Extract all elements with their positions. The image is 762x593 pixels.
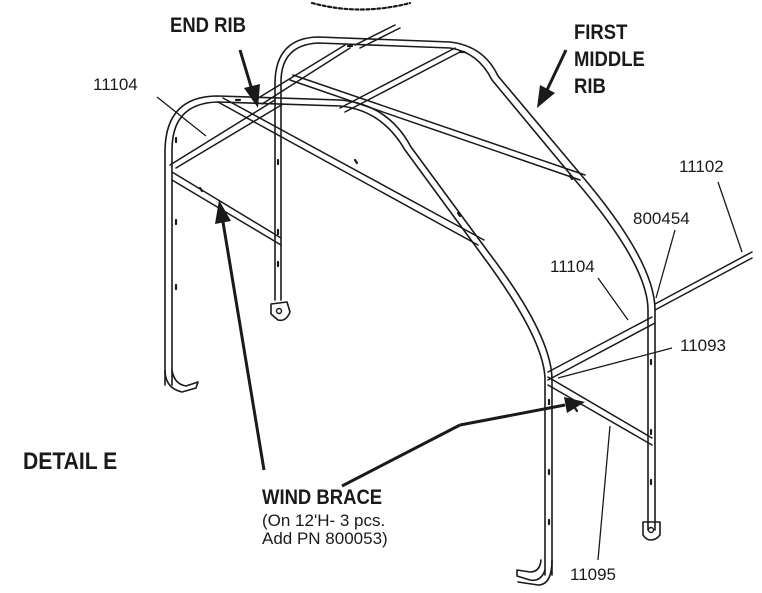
part-number-11102: 11102 [679, 157, 724, 176]
first-middle-rib-label-line1: FIRST [574, 21, 628, 44]
right-wind-brace [547, 376, 653, 446]
first-middle-rib-arrow [537, 49, 568, 108]
wind-brace-arrow-left [215, 200, 266, 471]
part-number-11095: 11095 [570, 565, 617, 584]
purlin-11102 [654, 251, 753, 311]
end-rib-arrow [238, 49, 260, 108]
first-middle-rib-label-line3: RIB [574, 75, 606, 98]
ridge-purlin [169, 99, 284, 169]
end-rib [164, 95, 553, 576]
middle-rib-foot-plate [270, 301, 291, 322]
right-foot-plate [642, 521, 661, 541]
part-number-right-middle: 11104 [550, 257, 595, 276]
wind-brace-label: WIND BRACE [262, 486, 383, 509]
end-rib-right-foot [516, 559, 546, 582]
first-middle-rib-label-line2: MIDDLE [574, 48, 645, 71]
end-rib-label: END RIB [170, 14, 246, 37]
end-rib-foot [164, 369, 199, 393]
leader-right-11104 [597, 277, 629, 321]
part-number-11093: 11093 [680, 336, 727, 355]
side-purlin-upper [217, 97, 485, 246]
leader-11102 [717, 181, 743, 253]
leader-11095 [597, 425, 611, 561]
wind-brace-note-line1: (On 12'H- 3 pcs. [262, 511, 386, 530]
leader-left-11104 [156, 96, 207, 137]
first-middle-rib [274, 36, 656, 531]
left-wind-brace [171, 171, 282, 246]
wind-brace-note-line2: Add PN 800053) [262, 529, 388, 548]
leader-800454 [655, 229, 676, 299]
top-arc-fragment [310, 1, 412, 11]
detail-title: DETAIL E [23, 448, 118, 475]
side-purlin-lower [547, 316, 656, 381]
wind-brace-arrow-right [341, 397, 585, 488]
part-number-800454: 800454 [633, 209, 690, 228]
leader-11093 [557, 347, 673, 379]
part-number-left-top: 11104 [93, 75, 138, 94]
